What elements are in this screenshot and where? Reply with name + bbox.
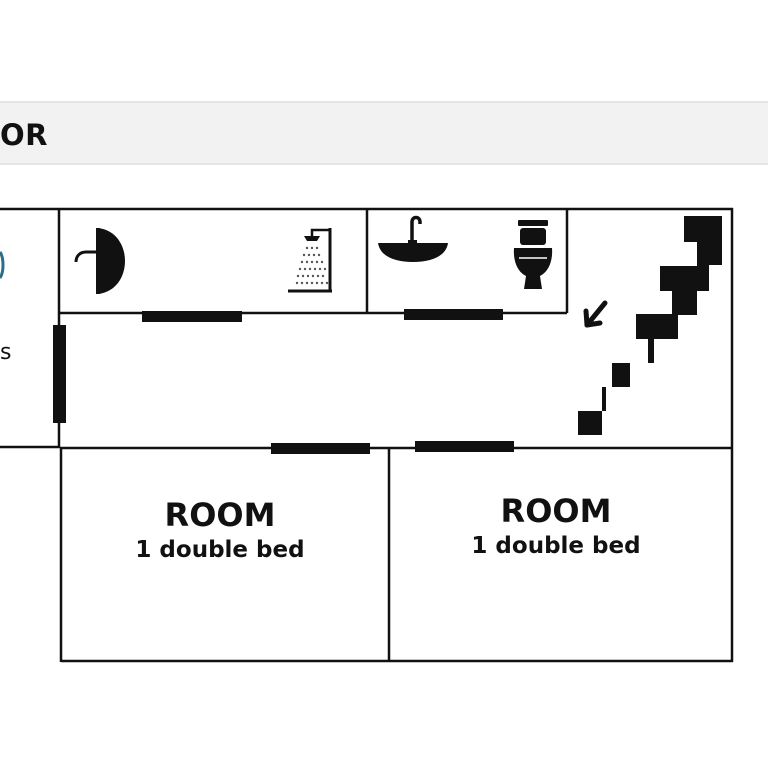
room-title: ROOM (164, 496, 276, 534)
shower-icon (288, 228, 332, 293)
door-bathroom (142, 311, 242, 322)
washbasin-side-view-icon (74, 228, 125, 294)
door-left-room (53, 325, 66, 423)
partial-edge-icon (0, 251, 5, 279)
arrow-down-left-icon (583, 300, 608, 328)
door-room-b (415, 441, 514, 452)
door-wc (404, 309, 503, 320)
room-label-b: ROOM 1 double bed (456, 491, 656, 561)
stairs-icon (578, 216, 722, 435)
sink-icon (378, 215, 448, 262)
door-room-a (271, 443, 370, 454)
toilet-icon (513, 220, 553, 289)
room-bed-info: 1 double bed (135, 537, 305, 563)
room-label-a: ROOM 1 double bed (120, 495, 320, 565)
floor-title: OR (0, 118, 48, 152)
room-title: ROOM (500, 492, 612, 530)
floor-header-band: OR (0, 101, 768, 165)
left-room-label-fragment: s (0, 340, 12, 365)
doors (53, 309, 514, 454)
room-bed-info: 1 double bed (471, 533, 641, 559)
